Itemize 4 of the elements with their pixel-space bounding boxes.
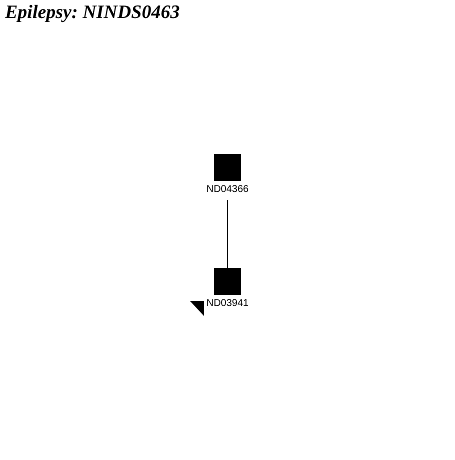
line-of-descent bbox=[227, 200, 228, 268]
pedigree-title: Epilepsy: NINDS0463 bbox=[5, 1, 180, 25]
individual-id: ND04366 bbox=[206, 184, 249, 196]
individual-id: ND03941 bbox=[206, 298, 249, 310]
